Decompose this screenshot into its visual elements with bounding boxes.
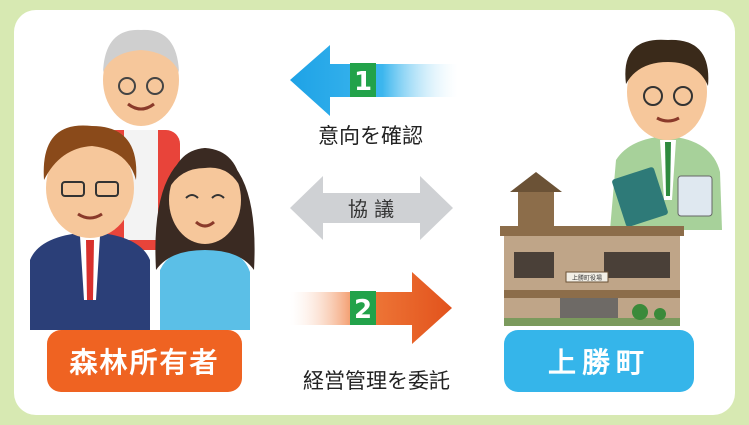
- town-official-illustration: [610, 39, 722, 230]
- step-2-caption: 経営管理を委託: [303, 369, 450, 393]
- step-badge-2: 2: [350, 291, 376, 325]
- step-number-2: 2: [354, 295, 372, 325]
- discussion-label: 協 議: [348, 197, 394, 221]
- forest-owners-label: 森林所有者: [47, 330, 242, 392]
- step-number-1: 1: [354, 67, 372, 97]
- step-1-caption: 意向を確認: [318, 124, 423, 148]
- arrow-discussion-both: 協 議: [290, 176, 453, 240]
- young-woman-illustration: [155, 148, 255, 330]
- town-hall-building: 上勝町役場: [500, 172, 684, 326]
- town-label: 上勝町: [504, 330, 694, 392]
- young-man-illustration: [30, 125, 150, 330]
- town-hall-sign: 上勝町役場: [572, 274, 602, 282]
- step-badge-1: 1: [350, 63, 376, 97]
